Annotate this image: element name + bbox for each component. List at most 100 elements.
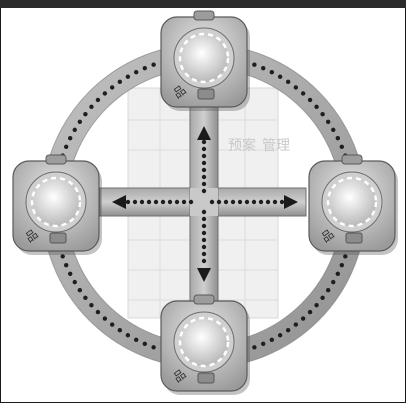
ring-dot bbox=[64, 263, 68, 267]
cross-dot bbox=[259, 200, 263, 204]
cross-dot bbox=[147, 200, 151, 204]
node-disc bbox=[180, 34, 228, 82]
ring-dot bbox=[110, 85, 114, 89]
ring-dot bbox=[143, 66, 147, 70]
ring-dot bbox=[68, 136, 72, 140]
node-left: 品 bbox=[13, 155, 102, 255]
node-label-block bbox=[50, 233, 66, 243]
ring-dot bbox=[308, 310, 312, 314]
ring-dot bbox=[151, 345, 155, 349]
ring-dot bbox=[126, 333, 130, 337]
cross-dot bbox=[202, 217, 206, 221]
cross-dot bbox=[210, 200, 214, 204]
cross-dot bbox=[202, 147, 206, 151]
cross-dot bbox=[202, 154, 206, 158]
ring-dot bbox=[331, 128, 335, 132]
ring-dot bbox=[326, 288, 330, 292]
ring-dot bbox=[83, 296, 87, 300]
ring-dot bbox=[103, 91, 107, 95]
cross-dot bbox=[202, 231, 206, 235]
node-top: 品 bbox=[161, 11, 250, 111]
cross-dot bbox=[202, 259, 206, 263]
cross-dot bbox=[202, 168, 206, 172]
cross-dot bbox=[245, 200, 249, 204]
ring-dot bbox=[326, 120, 330, 124]
ring-dot bbox=[118, 80, 122, 84]
node-disc bbox=[32, 178, 80, 226]
ring-dot bbox=[261, 66, 265, 70]
ring-dot bbox=[151, 63, 155, 67]
ring-dot bbox=[286, 328, 290, 332]
node-label-block bbox=[198, 373, 214, 383]
ring-dot bbox=[134, 70, 138, 74]
ring-dot bbox=[89, 303, 93, 307]
top-edge bbox=[0, 0, 406, 8]
ring-dot bbox=[252, 63, 256, 67]
ring-dot bbox=[68, 272, 72, 276]
ring-dot bbox=[294, 322, 298, 326]
ring-dot bbox=[331, 280, 335, 284]
ring-dot bbox=[96, 310, 100, 314]
ring-dot bbox=[340, 145, 344, 149]
cross-dot bbox=[280, 200, 284, 204]
cross-dot bbox=[217, 200, 221, 204]
ring-dot bbox=[78, 288, 82, 292]
ring-dot bbox=[320, 112, 324, 116]
ring-dot bbox=[110, 322, 114, 326]
node-disc bbox=[180, 318, 228, 366]
background-text-1: 预案 bbox=[228, 137, 256, 154]
cross-dot bbox=[202, 175, 206, 179]
ring-dot bbox=[96, 98, 100, 102]
cross-dot bbox=[266, 200, 270, 204]
cross-dot bbox=[202, 161, 206, 165]
node-tab bbox=[194, 11, 214, 20]
cross-dot bbox=[168, 200, 172, 204]
ring-dot bbox=[73, 128, 77, 132]
node-label-block bbox=[198, 89, 214, 99]
cross-dot bbox=[140, 200, 144, 204]
cross-dot bbox=[238, 200, 242, 204]
ring-dot bbox=[308, 98, 312, 102]
ring-dot bbox=[278, 333, 282, 337]
cross-dot bbox=[231, 200, 235, 204]
ring-dot bbox=[261, 342, 265, 346]
cross-dot bbox=[202, 252, 206, 256]
node-right: 品 bbox=[309, 155, 398, 255]
ring-dot bbox=[314, 303, 318, 307]
ring-dot bbox=[83, 112, 87, 116]
cross-dot bbox=[182, 200, 186, 204]
ring-dot bbox=[270, 338, 274, 342]
cross-dot bbox=[202, 238, 206, 242]
ring-dot bbox=[64, 145, 68, 149]
ring-dot bbox=[118, 328, 122, 332]
cross-dot bbox=[133, 200, 137, 204]
cross-dot bbox=[202, 182, 206, 186]
ring-dot bbox=[270, 70, 274, 74]
cross-dot bbox=[202, 140, 206, 144]
cross-dot bbox=[202, 210, 206, 214]
cross-dot bbox=[202, 245, 206, 249]
ring-dot bbox=[301, 316, 305, 320]
cross-dot bbox=[175, 200, 179, 204]
cross-dot bbox=[202, 224, 206, 228]
cross-dot bbox=[161, 200, 165, 204]
cross-dot bbox=[189, 200, 193, 204]
ring-dot bbox=[103, 316, 107, 320]
node-tab bbox=[342, 155, 362, 164]
ring-dot bbox=[89, 105, 93, 109]
node-disc bbox=[328, 178, 376, 226]
ring-dot bbox=[294, 85, 298, 89]
cross-dot bbox=[224, 200, 228, 204]
ring-dot bbox=[336, 136, 340, 140]
ring-dot bbox=[336, 272, 340, 276]
cross-dot bbox=[202, 189, 206, 193]
cross-dot bbox=[273, 200, 277, 204]
ring-dot bbox=[320, 296, 324, 300]
ring-dot bbox=[134, 338, 138, 342]
node-label-block bbox=[346, 233, 362, 243]
ring-dot bbox=[301, 91, 305, 95]
ring-dot bbox=[126, 75, 130, 79]
cross-dot bbox=[154, 200, 158, 204]
node-bottom: 品 bbox=[161, 295, 250, 395]
